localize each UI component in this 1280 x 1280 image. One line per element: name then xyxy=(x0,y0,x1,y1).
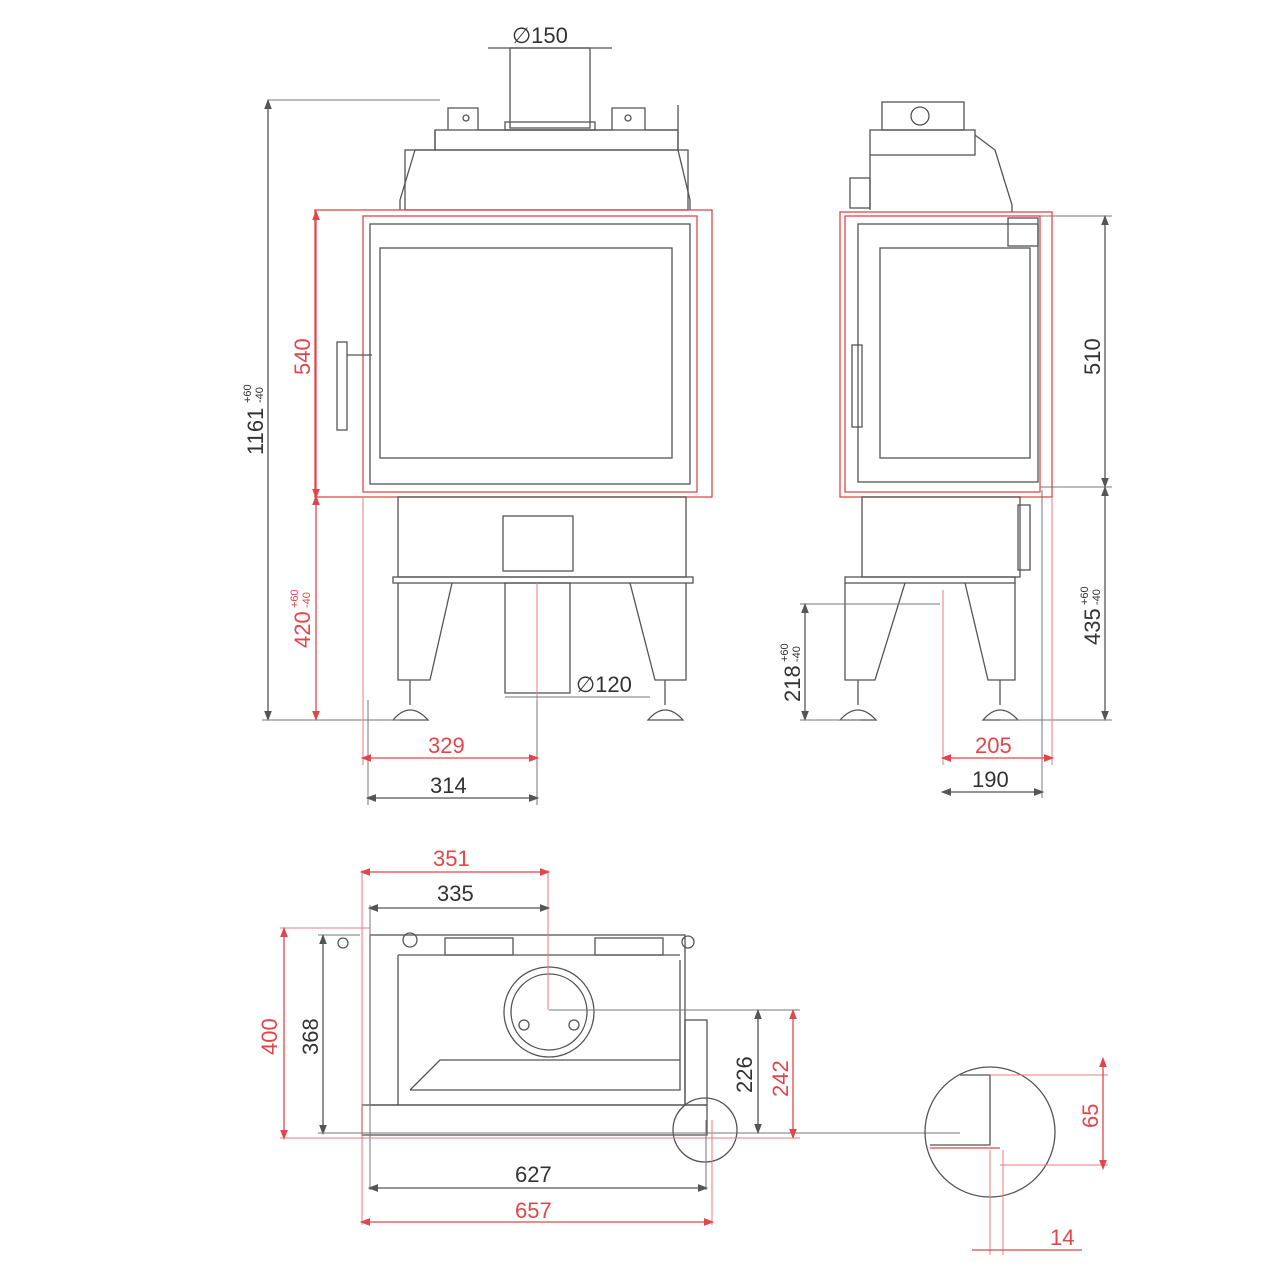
front-width-outer-label: 329 xyxy=(428,733,465,758)
flue-offset-inner-label: 226 xyxy=(732,1056,757,1093)
top-view xyxy=(280,868,960,1226)
glass xyxy=(379,247,673,459)
front-base-height-label: 420 +60 -40 xyxy=(289,589,315,648)
svg-text:-40: -40 xyxy=(254,387,266,403)
top-offset-inner-label: 335 xyxy=(437,881,474,906)
svg-text:+60: +60 xyxy=(289,589,301,608)
door xyxy=(369,223,691,485)
svg-text:435: 435 xyxy=(1080,608,1105,645)
inlet-height-label: 218 +60 -40 xyxy=(779,643,805,702)
svg-text:-40: -40 xyxy=(791,646,803,662)
svg-text:-40: -40 xyxy=(301,592,313,608)
svg-text:+60: +60 xyxy=(242,384,254,403)
air-inlet-diameter-label: ∅120 xyxy=(576,672,632,697)
top-depth-outer-label: 400 xyxy=(257,1018,282,1055)
front-view xyxy=(262,47,713,805)
side-depth-inner-label: 190 xyxy=(972,767,1009,792)
svg-text:1161: 1161 xyxy=(243,408,268,455)
base-chamber xyxy=(391,496,694,721)
side-body-height-label: 510 xyxy=(1080,338,1105,375)
detail-width-label: 14 xyxy=(1050,1225,1074,1250)
top-hood xyxy=(399,105,691,211)
detail-height-label: 65 xyxy=(1078,1104,1103,1128)
detail-view xyxy=(924,1056,1108,1255)
side-depth-outer-label: 205 xyxy=(975,733,1012,758)
flue-collar xyxy=(488,47,612,131)
door-handle xyxy=(336,341,372,431)
svg-text:-40: -40 xyxy=(1091,589,1103,605)
svg-text:+60: +60 xyxy=(779,643,791,662)
front-width-inner-label: 314 xyxy=(430,773,467,798)
side-view xyxy=(800,101,1112,798)
svg-text:218: 218 xyxy=(780,665,805,702)
svg-text:420: 420 xyxy=(290,611,315,648)
top-depth-inner-label: 368 xyxy=(298,1018,323,1055)
front-body-height-label: 540 xyxy=(290,338,315,375)
svg-text:+60: +60 xyxy=(1079,586,1091,605)
flue-diameter-label: ∅150 xyxy=(512,23,568,48)
front-frame-outline xyxy=(314,209,713,498)
top-width-outer-label: 657 xyxy=(515,1198,552,1223)
side-base-height-label: 435 +60 -40 xyxy=(1079,586,1105,645)
flue-offset-outer-label: 242 xyxy=(768,1060,793,1097)
top-width-inner-label: 627 xyxy=(515,1162,552,1187)
total-height-label: 1161 +60 -40 xyxy=(242,384,268,455)
top-offset-outer-label: 351 xyxy=(433,846,470,871)
